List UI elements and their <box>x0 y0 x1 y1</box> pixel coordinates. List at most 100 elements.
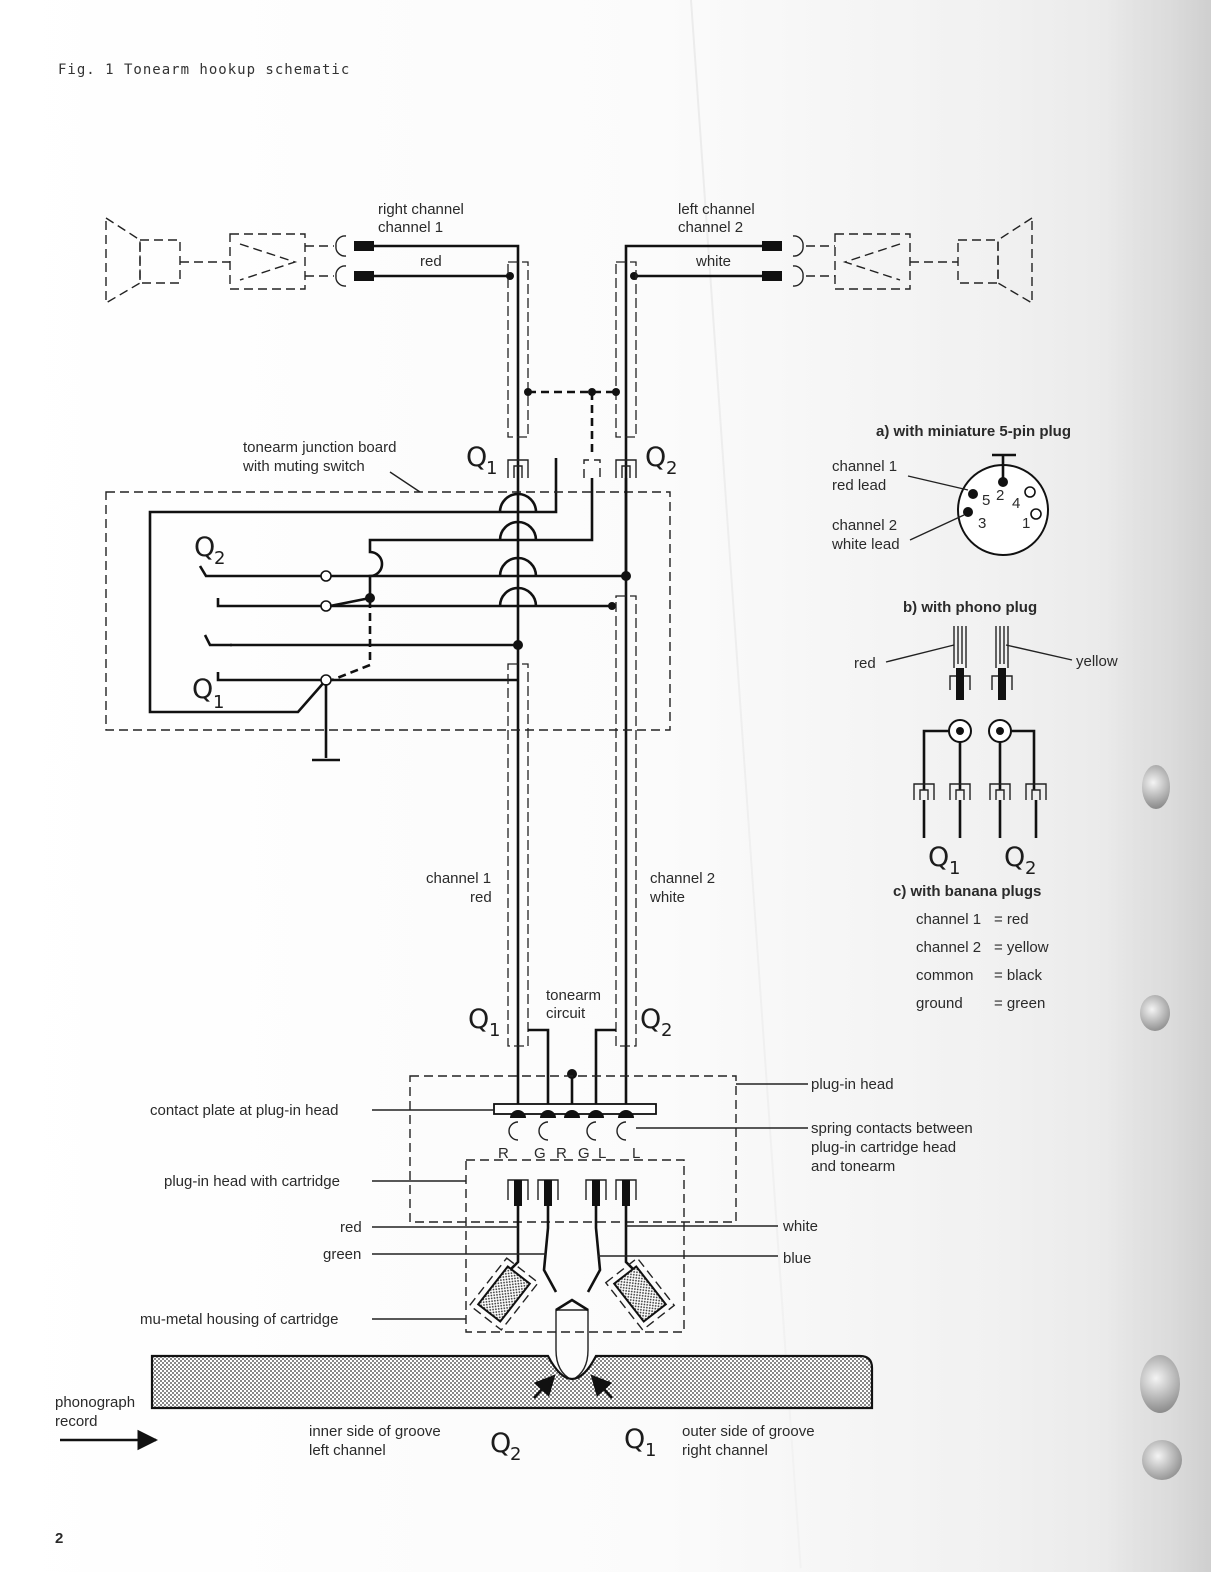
din-key <box>992 453 1016 478</box>
junction-dot <box>524 388 532 396</box>
outer-groove-label-2: right channel <box>682 1442 768 1459</box>
switch-link <box>329 596 371 608</box>
crossover-hump <box>498 586 538 607</box>
left-speaker <box>957 216 1033 305</box>
jack-leads <box>922 729 1036 790</box>
rca-jack-center <box>996 727 1004 735</box>
ground-terminal <box>312 684 340 762</box>
junction-dot <box>567 1069 577 1079</box>
cartridge-pins <box>507 1179 637 1206</box>
coil-right <box>612 1265 668 1323</box>
right-speaker <box>105 216 181 305</box>
inner-groove-label-2: left channel <box>309 1442 386 1459</box>
leader-line <box>907 475 969 491</box>
punch-hole <box>1142 765 1170 809</box>
switch-contact-dot <box>320 674 332 686</box>
right-plug-hot <box>354 241 374 251</box>
arm-ch2-color: white <box>649 889 685 906</box>
arm-ch2-label: channel 2 <box>650 870 715 887</box>
groove-force-arrow <box>533 1374 556 1399</box>
spring-contacts <box>508 1110 634 1141</box>
plug-in-head-box <box>409 1075 737 1223</box>
cart-green-lead <box>542 1206 558 1293</box>
din-pin-5 <box>968 489 978 499</box>
coil-left-shield <box>468 1257 540 1331</box>
q1-board-sub: 1 <box>213 692 224 713</box>
plugin-head-label: plug-in head <box>811 1076 894 1093</box>
record-groove <box>150 1354 874 1410</box>
left-plug-ground <box>762 271 782 281</box>
q1-plug-pin <box>507 459 529 478</box>
stylus <box>555 1309 589 1381</box>
tonearm-circuit-label: tonearm <box>546 987 601 1004</box>
banana-row-color: = green <box>994 995 1045 1012</box>
q2-groove-label: Q <box>490 1428 511 1459</box>
pin-letter-r: R <box>556 1145 567 1162</box>
banana-row-name: channel 2 <box>916 939 981 956</box>
din-pin-3 <box>963 507 973 517</box>
spring-label-3: and tonearm <box>811 1158 895 1175</box>
q1-lower-sub: 1 <box>489 1020 500 1041</box>
q2-banana-label: Q <box>1004 842 1025 873</box>
q1-groove-label: Q <box>624 1424 645 1455</box>
right-rca-socket <box>335 235 347 287</box>
q2-board-label: Q <box>194 532 215 563</box>
q2-upper-label: Q <box>645 442 666 473</box>
option-b-yellow: yellow <box>1076 653 1118 670</box>
upper-shield-ch2 <box>615 261 637 438</box>
red-wire-label: red <box>420 253 442 270</box>
outer-groove-label: outer side of groove <box>682 1423 815 1440</box>
q2-lower-sub: 2 <box>661 1020 672 1041</box>
white-wire-label: white <box>695 253 731 270</box>
banana-row-color: = yellow <box>994 939 1049 956</box>
mu-metal-label: mu-metal housing of cartridge <box>140 1311 338 1328</box>
blue-lead-label: blue <box>783 1250 811 1267</box>
channel-1-hot-wire <box>374 244 520 1072</box>
q1-lower-label: Q <box>468 1004 489 1035</box>
right-channel-label-2: channel 1 <box>378 219 443 236</box>
record-label-2: record <box>55 1413 98 1430</box>
mute-contact <box>216 672 324 682</box>
q2-lower-label: Q <box>640 1004 661 1035</box>
board-ground-wire <box>368 478 594 598</box>
option-b-title: b) with phono plug <box>903 599 1037 616</box>
option-a-ch1: channel 1 <box>832 458 897 475</box>
junction-dot <box>608 602 616 610</box>
option-b-red: red <box>854 655 876 672</box>
din-pin-label: 4 <box>1012 495 1020 512</box>
leader-line <box>909 514 965 541</box>
q1-upper-sub: 1 <box>486 458 497 479</box>
pin-letter-g: G <box>534 1145 546 1162</box>
lower-shield-ch1 <box>507 663 529 1047</box>
spring-label: spring contacts between <box>811 1120 973 1137</box>
plugin-head-cart-label: plug-in head with cartridge <box>164 1173 340 1190</box>
arm-ch1-label: channel 1 <box>426 870 491 887</box>
rca-jack-center <box>956 727 964 735</box>
page-number: 2 <box>55 1530 63 1547</box>
crossover-hump <box>498 556 538 577</box>
option-a-ch2-lead: white lead <box>831 536 900 553</box>
upper-shield-ch1 <box>507 261 529 438</box>
figure-caption: Fig. 1 Tonearm hookup schematic <box>58 62 350 78</box>
crossover-hump <box>498 492 538 513</box>
din-pin-label: 5 <box>982 492 990 509</box>
pin-letter-r: R <box>498 1145 509 1162</box>
q1-board-label: Q <box>192 674 213 705</box>
punch-hole <box>1142 1440 1182 1480</box>
din-pin-label: 3 <box>978 515 986 532</box>
phono-plug-left <box>949 626 971 700</box>
green-lead-label: green <box>323 1246 361 1263</box>
cart-blue-lead <box>586 1206 602 1293</box>
banana-row-name: ground <box>916 995 963 1012</box>
lower-shield-ch2 <box>615 595 637 1047</box>
option-c-title: c) with banana plugs <box>893 883 1041 900</box>
white-lead-label: white <box>782 1218 818 1235</box>
muting-linkage <box>331 600 372 682</box>
q2-banana-sub: 2 <box>1025 858 1036 879</box>
channel-2-hot-wire <box>624 244 762 1072</box>
banana-row-name: common <box>916 967 974 984</box>
mute-contact <box>216 598 324 608</box>
junction-dot <box>630 272 638 280</box>
